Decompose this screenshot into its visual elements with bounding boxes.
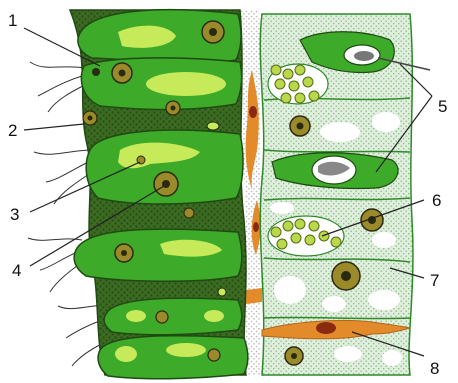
nematocyst-thread: [354, 51, 374, 61]
vacuole: [270, 202, 294, 214]
ectoderm-cell-lower: [74, 229, 242, 281]
nerve-cell-bottom-nucleus: [316, 322, 336, 334]
vacuole: [322, 296, 346, 312]
nucleolus: [121, 250, 127, 256]
label-7: 7: [430, 271, 439, 290]
nerve-cell-lower-stripe: [246, 288, 262, 304]
vacuole: [274, 276, 306, 304]
label-3: 3: [10, 205, 19, 224]
label-8: 8: [430, 359, 439, 378]
vacuole: [368, 290, 400, 310]
basal-granule: [92, 68, 100, 76]
endoderm-nucleolus: [291, 353, 297, 359]
vacuole: [320, 122, 360, 142]
ectoderm-light-spot: [126, 310, 146, 322]
nucleus: [208, 349, 220, 361]
endoderm-nucleolus: [341, 271, 351, 281]
interstitial-nucleus: [184, 208, 194, 218]
interstitial-nucleolus: [88, 116, 93, 121]
vacuole: [372, 112, 400, 132]
small-nucleus: [207, 122, 219, 130]
label-6: 6: [432, 191, 441, 210]
ectoderm-light-spot: [204, 310, 224, 322]
interstitial-nucleolus: [171, 106, 176, 111]
nucleus: [156, 311, 168, 323]
nerve-cell-upper-nucleus: [249, 106, 257, 118]
vacuole: [372, 232, 396, 248]
ectoderm-light-spot: [166, 343, 206, 357]
ectoderm-light-spot: [115, 346, 137, 362]
ectoderm-cell-2-light: [146, 72, 226, 96]
nerve-cell-middle-nucleus: [253, 222, 259, 232]
label-1: 1: [8, 11, 17, 30]
endoderm-nucleolus: [297, 123, 304, 130]
vacuole: [382, 350, 402, 366]
label-5: 5: [438, 97, 447, 116]
label-4: 4: [12, 261, 21, 280]
interstitial-nucleus: [218, 288, 226, 296]
label-2: 2: [8, 121, 17, 140]
nucleolus: [209, 28, 217, 36]
nucleolus: [119, 70, 126, 77]
vacuole: [334, 346, 362, 362]
